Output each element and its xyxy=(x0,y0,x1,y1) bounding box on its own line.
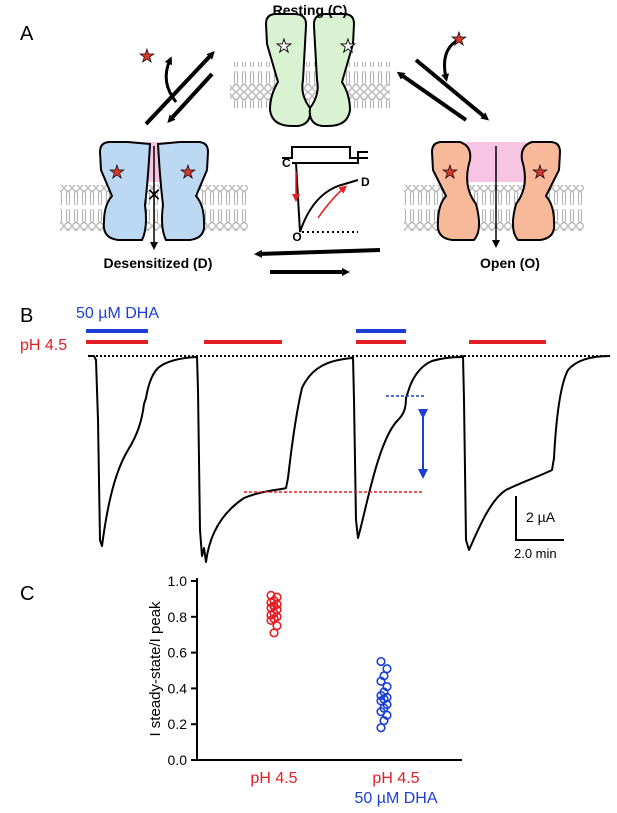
inset-current-trace xyxy=(295,162,359,233)
arrow-open-to-desensitized xyxy=(254,248,381,258)
membrane-resting xyxy=(230,62,390,108)
star-icon-empty: ★ xyxy=(276,36,292,56)
data-point xyxy=(266,615,276,625)
arrow-open-to-resting xyxy=(396,71,468,122)
y-tick-label: 0.8 xyxy=(168,609,188,625)
star-icon-free: ★ xyxy=(451,29,467,49)
ph-application-bar-4 xyxy=(469,340,546,344)
inset-baseline xyxy=(292,151,368,164)
resting-state-label: Resting (C) xyxy=(273,2,348,18)
scale-current-label: 2 µA xyxy=(526,509,556,525)
arrow-desensitized-to-resting xyxy=(144,51,215,126)
dha-application-bar-1 xyxy=(86,329,148,333)
panel-c-letter: C xyxy=(20,583,34,605)
star-icon-bound: ★ xyxy=(180,162,196,182)
ph-label: pH 4.5 xyxy=(20,337,67,354)
ph-application-bar-1 xyxy=(86,340,148,344)
inset-desensitization-arrow xyxy=(317,185,348,219)
desensitized-channel: ✕ ★ ★ Desensitized (D) xyxy=(60,141,248,271)
panel-c: C 0.0 0.2 0.4 0.6 0.8 1.0 I steady-state/I pe… xyxy=(20,573,462,807)
series-dha-points xyxy=(376,656,392,733)
dha-label: 50 µM DHA xyxy=(76,305,159,322)
open-left-subunit xyxy=(430,141,480,241)
current-trace xyxy=(88,355,611,563)
x-label-ph-dha-top: pH 4.5 xyxy=(372,770,419,787)
y-tick-label: 0.2 xyxy=(168,716,188,732)
x-label-ph: pH 4.5 xyxy=(250,770,297,787)
data-point xyxy=(376,676,386,686)
star-icon-empty: ★ xyxy=(340,36,356,56)
arrow-resting-to-open xyxy=(414,58,490,121)
ligand-bind-arrow xyxy=(441,38,459,82)
panel-a-letter: A xyxy=(20,23,34,45)
ligand-unbind-arrow xyxy=(164,56,178,103)
resting-channel: ★ ★ Resting (C) xyxy=(230,2,390,127)
kinetics-inset: C D O xyxy=(282,146,370,244)
inset-application-bar xyxy=(282,146,368,159)
desensitized-state-label: Desensitized (D) xyxy=(104,255,213,271)
panel-b-letter: B xyxy=(20,305,33,327)
panel-b: B 50 µM DHA pH 4.5 2 µA 2.0 min xyxy=(20,305,612,563)
block-x-icon: ✕ xyxy=(146,185,161,205)
inset-d-label: D xyxy=(361,175,370,189)
open-state-label: Open (O) xyxy=(480,255,540,271)
x-label-ph-dha-bottom: 50 µM DHA xyxy=(354,790,437,807)
scale-time-label: 2.0 min xyxy=(514,546,557,561)
desensitized-left-subunit xyxy=(98,141,152,241)
y-axis-label: I steady-state/I peak xyxy=(147,601,164,737)
resting-right-subunit xyxy=(308,13,356,127)
data-point xyxy=(376,656,386,667)
y-tick-label: 0.4 xyxy=(168,680,188,696)
y-axis-ticks: 0.0 0.2 0.4 0.6 0.8 1.0 xyxy=(168,573,197,768)
panel-a: A ★ ★ Resting (C) ✕ ★ ★ Desensitized (D) xyxy=(20,2,584,276)
y-tick-label: 0.0 xyxy=(168,752,188,768)
ph-application-bar-3 xyxy=(356,340,406,344)
transition-arrows: ★ ★ xyxy=(139,29,490,276)
inset-o-label: O xyxy=(292,230,301,244)
star-icon-bound: ★ xyxy=(442,162,458,182)
data-point xyxy=(269,628,279,638)
desensitized-right-subunit xyxy=(156,141,210,241)
open-channel: ★ ★ Open (O) xyxy=(404,141,584,271)
data-point xyxy=(376,723,386,733)
star-icon-bound: ★ xyxy=(532,162,548,182)
y-tick-label: 1.0 xyxy=(168,573,188,589)
star-icon-free: ★ xyxy=(139,46,155,66)
star-icon-bound: ★ xyxy=(109,162,125,182)
open-right-subunit xyxy=(512,141,562,241)
arrow-resting-to-desensitized xyxy=(167,72,214,123)
y-tick-label: 0.6 xyxy=(168,645,188,661)
series-ph-points xyxy=(266,590,282,638)
inset-c-label: C xyxy=(282,156,291,170)
scale-bar xyxy=(515,496,564,541)
dha-application-bar-3 xyxy=(356,329,406,333)
ph-application-bar-2 xyxy=(204,340,282,344)
membrane-open xyxy=(404,185,584,231)
